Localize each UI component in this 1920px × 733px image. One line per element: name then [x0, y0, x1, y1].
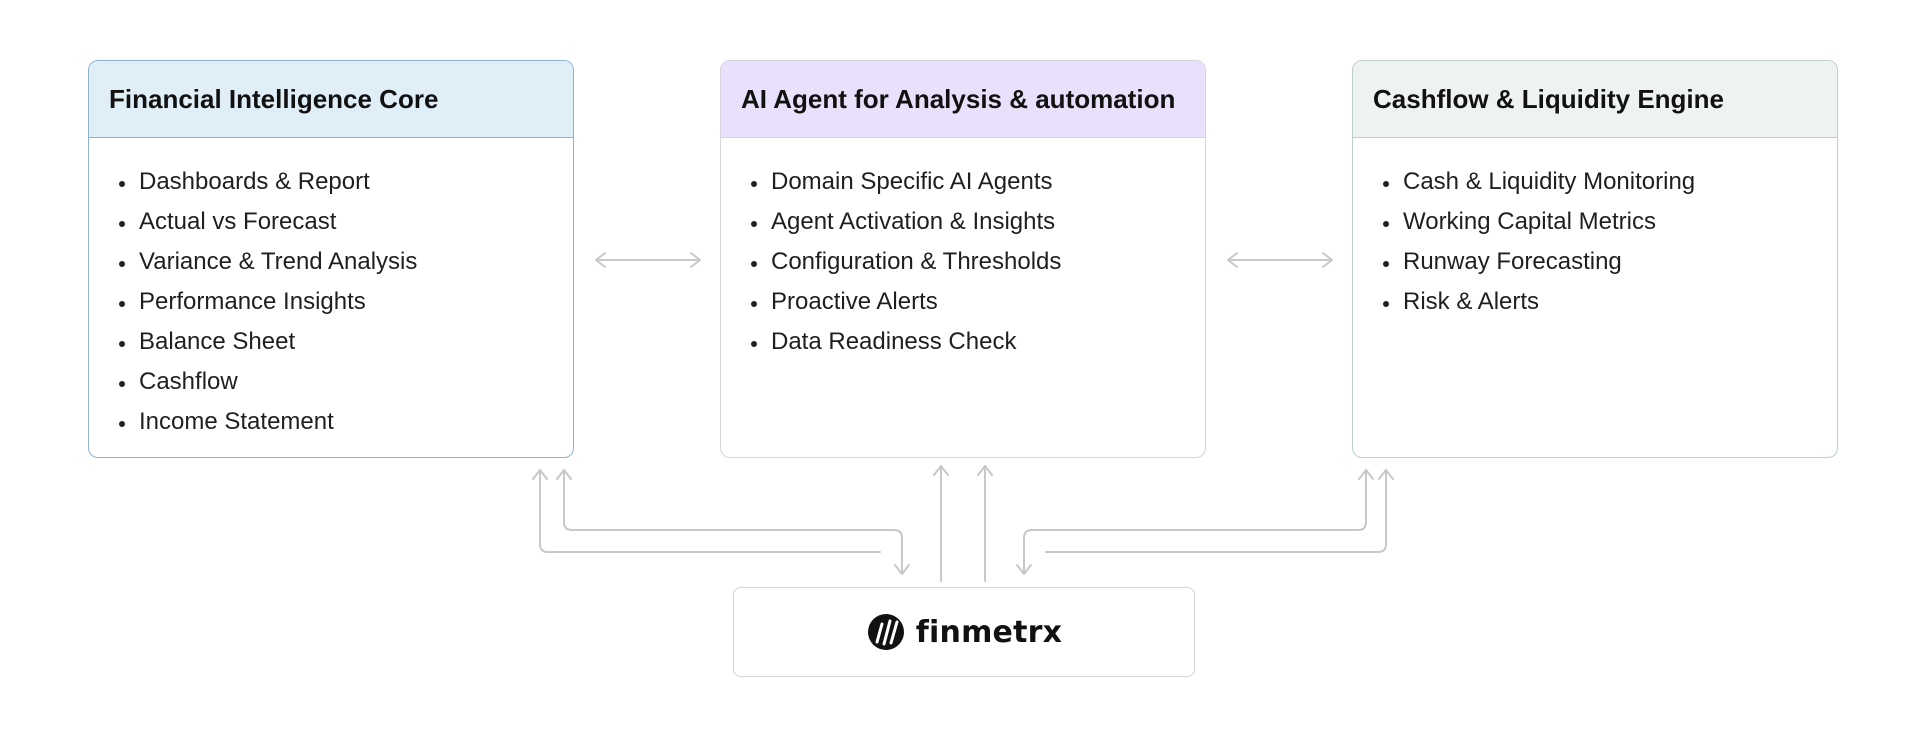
connector-logo-to-card3 [1045, 469, 1394, 553]
card-title: Financial Intelligence Core [109, 83, 439, 114]
list-item: Configuration & Thresholds [769, 242, 1205, 282]
feature-list: Domain Specific AI Agents Agent Activati… [721, 138, 1205, 362]
ai-agent-card: AI Agent for Analysis & automation Domai… [720, 60, 1206, 458]
bidirectional-arrow-2-3 [1227, 252, 1333, 268]
connector-logo-to-card2-b [977, 465, 993, 582]
card-header: Cashflow & Liquidity Engine [1353, 61, 1837, 138]
list-item: Working Capital Metrics [1401, 202, 1837, 242]
list-item: Income Statement [137, 402, 573, 442]
connector-card1-to-logo [556, 469, 910, 575]
feature-list: Dashboards & Report Actual vs Forecast V… [89, 138, 573, 442]
list-item: Actual vs Forecast [137, 202, 573, 242]
list-item: Balance Sheet [137, 322, 573, 362]
cashflow-liquidity-engine-card: Cashflow & Liquidity Engine Cash & Liqui… [1352, 60, 1838, 458]
list-item: Domain Specific AI Agents [769, 162, 1205, 202]
card-title: AI Agent for Analysis & automation [741, 83, 1176, 114]
bidirectional-arrow-1-2 [595, 252, 701, 268]
list-item: Variance & Trend Analysis [137, 242, 573, 282]
card-header: AI Agent for Analysis & automation [721, 61, 1205, 138]
financial-intelligence-core-card: Financial Intelligence Core Dashboards &… [88, 60, 574, 458]
list-item: Dashboards & Report [137, 162, 573, 202]
card-header: Financial Intelligence Core [89, 61, 573, 138]
list-item: Cash & Liquidity Monitoring [1401, 162, 1837, 202]
finmetrx-logo-box: finmetrx [733, 587, 1195, 677]
finmetrx-logo-icon [867, 614, 904, 650]
connector-logo-to-card1 [532, 469, 881, 553]
list-item: Risk & Alerts [1401, 282, 1837, 322]
finmetrx-logo-text: finmetrx [915, 614, 1063, 650]
list-item: Data Readiness Check [769, 322, 1205, 362]
list-item: Performance Insights [137, 282, 573, 322]
card-title: Cashflow & Liquidity Engine [1373, 83, 1724, 114]
connector-card3-to-logo [1016, 469, 1374, 575]
list-item: Cashflow [137, 362, 573, 402]
list-item: Runway Forecasting [1401, 242, 1837, 282]
list-item: Proactive Alerts [769, 282, 1205, 322]
list-item: Agent Activation & Insights [769, 202, 1205, 242]
connector-logo-to-card2-a [933, 465, 949, 582]
feature-list: Cash & Liquidity Monitoring Working Capi… [1353, 138, 1837, 322]
